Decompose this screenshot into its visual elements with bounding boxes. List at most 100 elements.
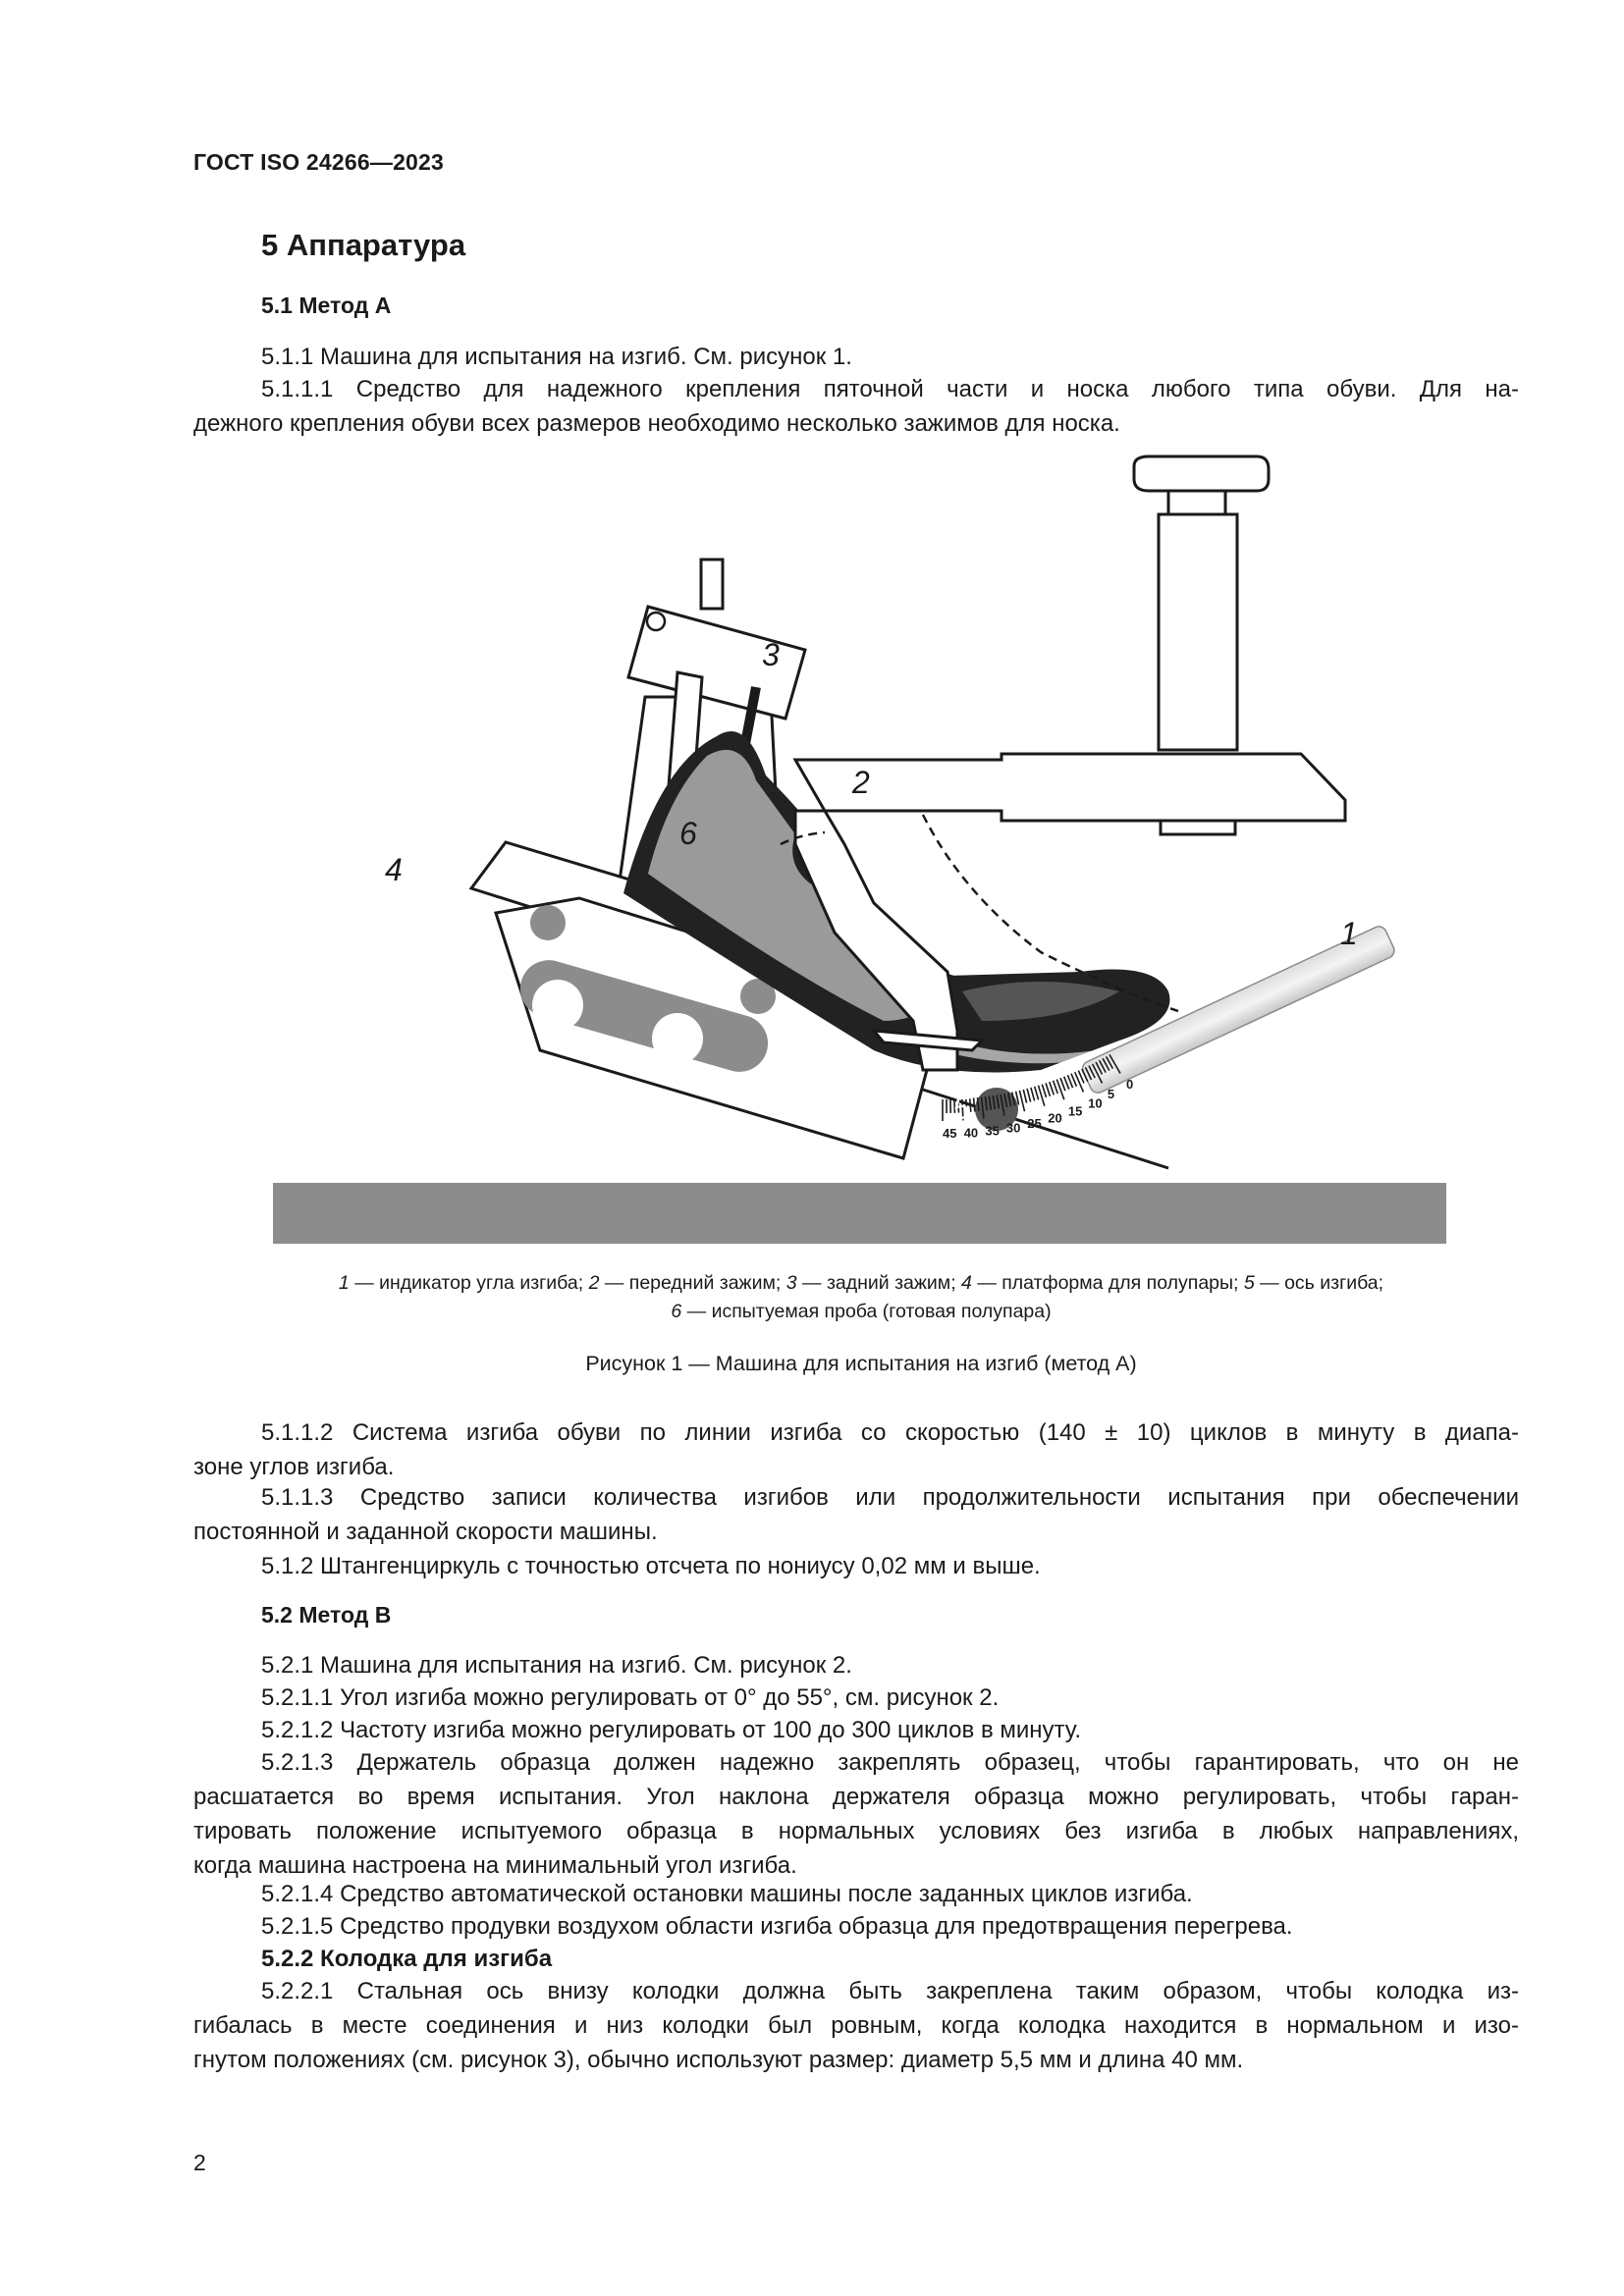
scale-tick [1091, 1063, 1104, 1084]
paragraph-line: 5.1.1.2 Система изгиба обуви по линии из… [261, 1419, 1519, 1446]
paragraph-line: тировать положение испытуемого образца в… [193, 1818, 1519, 1844]
legend-num-6: 6 [671, 1301, 682, 1322]
legend-line-2: 6 — испытуемая проба (готовая полупара) [193, 1298, 1529, 1326]
paragraph-line: гибалась в месте соединения и низ колодк… [193, 2012, 1519, 2039]
scale-tick-label: 15 [1068, 1103, 1082, 1118]
legend-num-1: 1 [338, 1272, 350, 1294]
page-header: ГОСТ ISO 24266—2023 [193, 149, 445, 175]
scale-tick [1102, 1057, 1110, 1071]
paragraph-5-2-2: 5.2.2 Колодка для изгиба [193, 1942, 1519, 1976]
paragraph-line: расшатается во время испытания. Угол нак… [193, 1784, 1519, 1810]
paragraph-line: 5.2.2 Колодка для изгиба [261, 1946, 553, 1972]
scale-tick [1030, 1087, 1036, 1101]
scale-tick [1018, 1090, 1026, 1112]
label-5: 5 [952, 1091, 970, 1126]
scale-tick [1022, 1089, 1028, 1103]
scale-tick [1045, 1083, 1052, 1096]
paragraph-line: 5.1.1 Машина для испытания на изгиб. См.… [261, 344, 852, 370]
paragraph-5-2-1-3: 5.2.1.3 Держатель образца должен надежно… [193, 1745, 1519, 1883]
paragraph-line: 5.2.1.1 Угол изгиба можно регулировать о… [261, 1684, 1000, 1711]
scale-tick [1066, 1074, 1074, 1089]
scale-tick [953, 1098, 956, 1113]
scale-tick [980, 1096, 985, 1119]
paragraph-line: 5.2.1.3 Держатель образца должен надежно… [261, 1749, 1519, 1776]
scale-tick [1037, 1085, 1046, 1107]
scale-tick [968, 1097, 972, 1112]
scale-tick [957, 1098, 960, 1113]
base-bar [273, 1183, 1446, 1244]
paragraph-5-1-2: 5.1.2 Штангенциркуль с точностью отсчета… [193, 1549, 1519, 1583]
scale-tick [1105, 1056, 1114, 1069]
scale-tick [984, 1096, 988, 1111]
legend-text-3: — задний зажим; [796, 1272, 962, 1294]
scale-tick [964, 1098, 968, 1113]
paragraph-line: 5.1.1.3 Средство записи количества изгиб… [261, 1484, 1519, 1511]
scale-tick-label: 45 [943, 1126, 956, 1141]
paragraph-5-2-1: 5.2.1 Машина для испытания на изгиб. См.… [193, 1648, 1519, 1682]
paragraph-line: дежного крепления обуви всех размеров не… [193, 410, 1120, 437]
scale-tick [992, 1095, 997, 1110]
paragraph-line: 5.2.1.4 Средство автоматической остановк… [261, 1881, 1193, 1907]
scale-tick [972, 1097, 976, 1112]
scale-tick-label: 30 [1006, 1120, 1020, 1135]
paragraph-5-1-1: 5.1.1 Машина для испытания на изгиб. См.… [193, 340, 1519, 374]
page-number: 2 [193, 2150, 206, 2175]
legend-text-2: — передний зажим; [599, 1272, 786, 1294]
scale-tick [976, 1097, 980, 1112]
scale-tick [1095, 1061, 1104, 1075]
legend-text-5: — ось изгиба; [1254, 1272, 1384, 1294]
scale-tick [1041, 1084, 1048, 1098]
scale-tick [1062, 1076, 1070, 1090]
paragraph-line: когда машина настроена на минимальный уг… [193, 1852, 797, 1879]
scale-tick [961, 1098, 964, 1121]
scale-tick [996, 1095, 1001, 1109]
label-4: 4 [385, 852, 403, 887]
paragraph-line: 5.2.1 Машина для испытания на изгиб. См.… [261, 1652, 852, 1679]
paragraph-5-2-1-2: 5.2.1.2 Частоту изгиба можно регулироват… [193, 1713, 1519, 1747]
scale-tick [1052, 1080, 1058, 1095]
scale-tick-label: 25 [1027, 1116, 1041, 1131]
legend-num-5: 5 [1243, 1272, 1255, 1294]
paragraph-5-1-1-3: 5.1.1.3 Средство записи количества изгиб… [193, 1480, 1519, 1549]
scale-tick-label: 40 [964, 1125, 978, 1140]
legend-text-1: — индикатор угла изгиба; [349, 1272, 589, 1294]
paragraph-line: 5.2.2.1 Стальная ось внизу колодки должн… [261, 1978, 1519, 2004]
paragraph-5-2-2-1: 5.2.2.1 Стальная ось внизу колодки должн… [193, 1974, 1519, 2077]
paragraph-5-2-1-1: 5.2.1.1 Угол изгиба можно регулировать о… [193, 1681, 1519, 1715]
label-1: 1 [1340, 916, 1358, 951]
label-2: 2 [851, 765, 870, 800]
scale-tick [1098, 1059, 1107, 1073]
scale-tick-label: 35 [985, 1124, 999, 1139]
scale-tick [1010, 1092, 1016, 1106]
scale-tick [1109, 1054, 1121, 1074]
scale-tick-label: 10 [1088, 1095, 1102, 1110]
legend-text-4: — платформа для полупары; [971, 1272, 1244, 1294]
scale-tick [1000, 1094, 1005, 1116]
scale-tick [1033, 1086, 1040, 1100]
scale-tick [1014, 1091, 1020, 1105]
legend-num-4: 4 [961, 1272, 972, 1294]
indicator-column [792, 454, 1347, 836]
scale-tick [1081, 1068, 1089, 1083]
paragraph-line: 5.1.1.1 Средство для надежного крепления… [261, 376, 1519, 402]
paragraph-5-2-1-4: 5.2.1.4 Средство автоматической остановк… [193, 1877, 1519, 1911]
scale-tick [1026, 1088, 1032, 1102]
paragraph-5-1-1-2: 5.1.1.2 Система изгиба обуви по линии из… [193, 1415, 1519, 1484]
scale-tick [1088, 1065, 1096, 1079]
scale-tick [1070, 1073, 1078, 1088]
scale-tick-label: 0 [1126, 1077, 1133, 1092]
legend-line-1: 1 — индикатор угла изгиба; 2 — передний … [193, 1269, 1529, 1298]
figure-caption: Рисунок 1 — Машина для испытания на изги… [585, 1352, 1137, 1375]
paragraph-5-1-1-1: 5.1.1.1 Средство для надежного крепления… [193, 372, 1519, 441]
paragraph-line: 5.2.1.2 Частоту изгиба можно регулироват… [261, 1717, 1082, 1743]
legend-num-3: 3 [785, 1272, 797, 1294]
paragraph-line: постоянной и заданной скорости машины. [193, 1519, 658, 1545]
paragraph-line: гнутом положениях (см. рисунок 3), обычн… [193, 2047, 1244, 2073]
subsection-title-5-1: 5.1 Метод А [261, 293, 392, 318]
scale-tick [1077, 1070, 1085, 1084]
scale-tick-label: 5 [1108, 1087, 1114, 1101]
scale-tick [1059, 1077, 1066, 1092]
